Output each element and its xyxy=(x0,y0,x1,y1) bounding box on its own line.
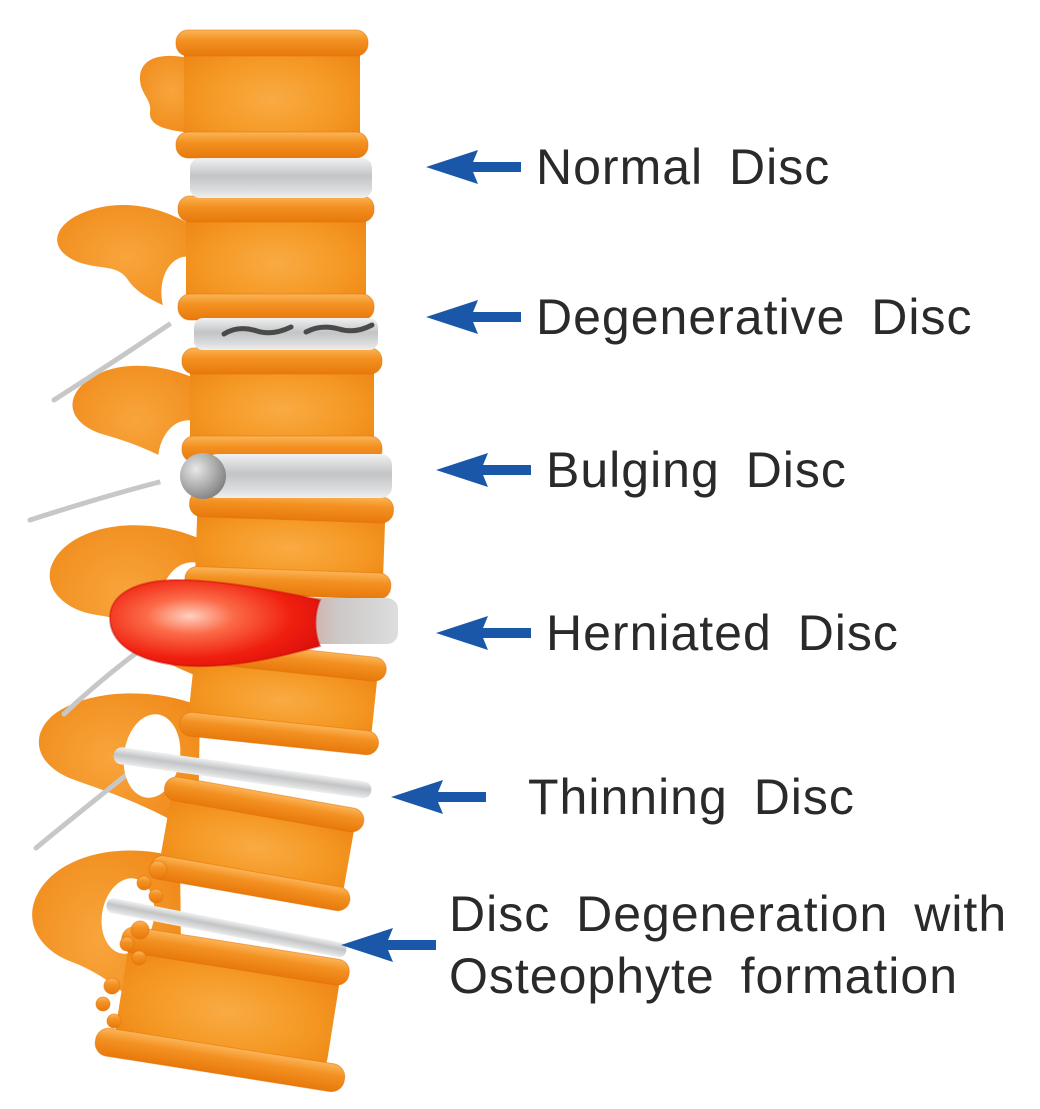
disc-bulge xyxy=(180,453,226,499)
vertebra-3 xyxy=(181,347,383,463)
annotation-degenerative-disc: Degenerative Disc xyxy=(426,282,973,352)
annotation-label: Bulging Disc xyxy=(546,442,847,498)
degenerative-disc xyxy=(194,318,378,350)
disc-herniation xyxy=(108,578,322,668)
annotation-label: Degenerative Disc xyxy=(536,289,973,345)
vertebra-2 xyxy=(177,195,375,321)
annotation-label-line1: Disc Degeneration with xyxy=(449,886,1008,942)
left-arrow-icon xyxy=(426,300,521,334)
disc-cracks xyxy=(221,322,375,337)
annotation-label: Normal Disc xyxy=(536,139,831,195)
annotation-label: Thinning Disc xyxy=(528,769,855,825)
vertebra-1 xyxy=(175,29,369,159)
osteophytes xyxy=(95,860,168,1029)
herniated-disc xyxy=(108,578,398,668)
vertebra-7 xyxy=(94,926,350,1093)
thinning-disc xyxy=(113,747,372,799)
annotation-label: Disc Degeneration with Osteophyte format… xyxy=(449,883,1007,1007)
bulging-disc xyxy=(180,453,392,499)
osteophyte-disc xyxy=(106,898,347,958)
normal-disc xyxy=(190,158,372,198)
annotation-thinning-disc: Thinning Disc xyxy=(391,762,855,832)
annotation-bulging-disc: Bulging Disc xyxy=(436,435,847,505)
left-arrow-icon xyxy=(426,150,521,184)
annotation-normal-disc: Normal Disc xyxy=(426,132,830,202)
left-arrow-icon xyxy=(436,453,531,487)
left-arrow-icon xyxy=(391,780,486,814)
left-arrow-icon xyxy=(341,928,436,962)
left-arrow-icon xyxy=(436,616,531,650)
annotation-label-line2: Osteophyte formation xyxy=(449,948,959,1004)
vertebra-6 xyxy=(150,776,365,912)
annotation-label: Herniated Disc xyxy=(546,605,899,661)
annotation-herniated-disc: Herniated Disc xyxy=(436,598,899,668)
annotation-disc-degeneration-osteophyte: Disc Degeneration with Osteophyte format… xyxy=(341,882,1007,1008)
